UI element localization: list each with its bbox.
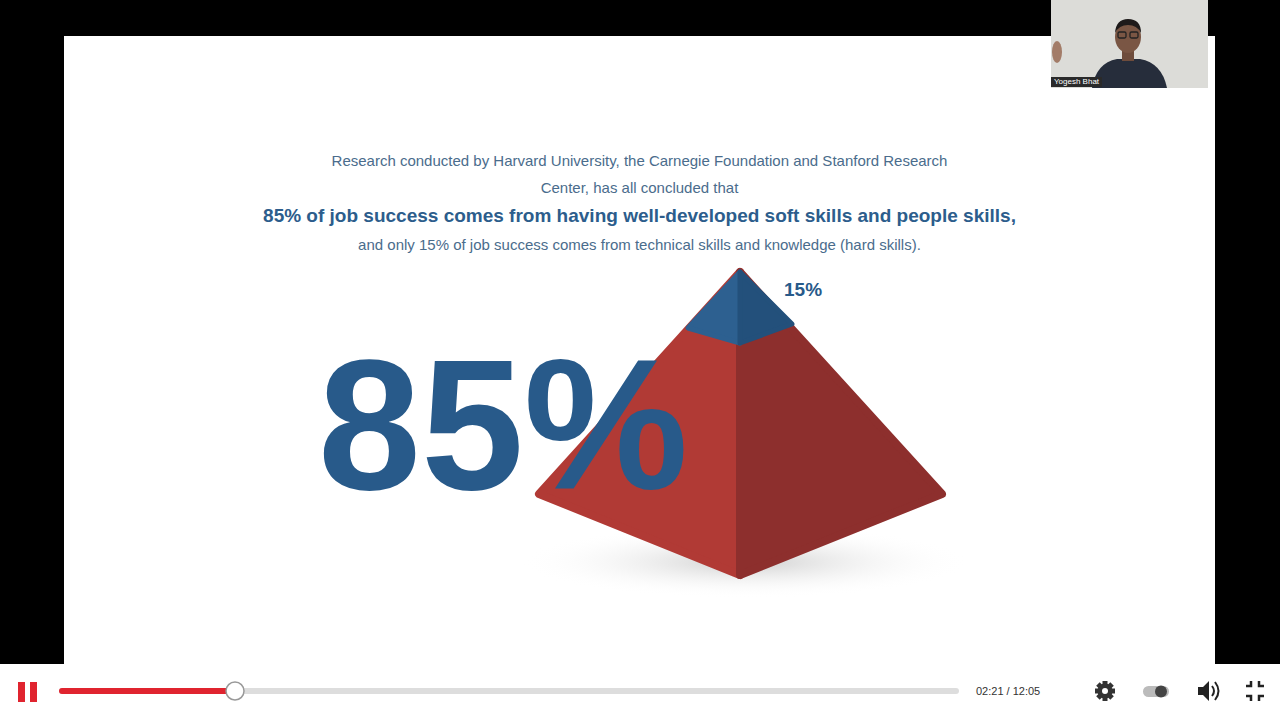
exit-fullscreen-corner bbox=[1246, 696, 1251, 701]
webcam-shirt bbox=[1092, 59, 1167, 88]
pyramid-tip-left bbox=[688, 272, 740, 343]
gear-body bbox=[1098, 684, 1113, 699]
pyramid-right-face bbox=[740, 272, 942, 575]
playback-time: 02:21 / 12:05 bbox=[976, 685, 1040, 698]
volume-wave bbox=[1215, 682, 1219, 700]
exit-fullscreen-corner bbox=[1246, 681, 1251, 686]
slide-text-column: Research conducted by Harvard University… bbox=[64, 147, 1215, 258]
gear-tooth bbox=[1096, 682, 1114, 700]
participant-name: Yogesh Bhat bbox=[1051, 77, 1102, 87]
volume-wave bbox=[1212, 686, 1214, 696]
slide-detail-text: and only 15% of job success comes from t… bbox=[358, 231, 921, 258]
name-tag-holder: Yogesh Bhat bbox=[1051, 77, 1102, 87]
webcam-glasses-left bbox=[1118, 32, 1126, 38]
webcam-hair bbox=[1115, 19, 1141, 33]
progress-track bbox=[62, 688, 956, 694]
big-percentage: 85% bbox=[318, 333, 688, 518]
webcam-hand bbox=[1052, 41, 1062, 63]
exit-fullscreen-corner bbox=[1259, 696, 1264, 701]
settings-gear bbox=[1095, 681, 1115, 701]
progress-knob bbox=[226, 682, 244, 700]
pause-bar bbox=[18, 682, 25, 702]
gear-tooth bbox=[1096, 682, 1114, 700]
toggle-knob bbox=[1155, 686, 1167, 698]
gear-hole bbox=[1102, 688, 1108, 694]
toggle-track bbox=[1143, 686, 1169, 697]
pause-bar bbox=[30, 682, 37, 702]
control-bar bbox=[0, 664, 1280, 720]
progress-played bbox=[62, 688, 235, 694]
exit-fullscreen-corner bbox=[1259, 681, 1264, 686]
webcam-glasses-right bbox=[1130, 32, 1138, 38]
slide-headline-text: 85% of job success comes from having wel… bbox=[263, 201, 1016, 231]
tip-percentage: 15% bbox=[784, 279, 822, 301]
volume-speaker bbox=[1198, 681, 1209, 701]
slide-intro-text: Research conducted by Harvard University… bbox=[330, 147, 950, 201]
